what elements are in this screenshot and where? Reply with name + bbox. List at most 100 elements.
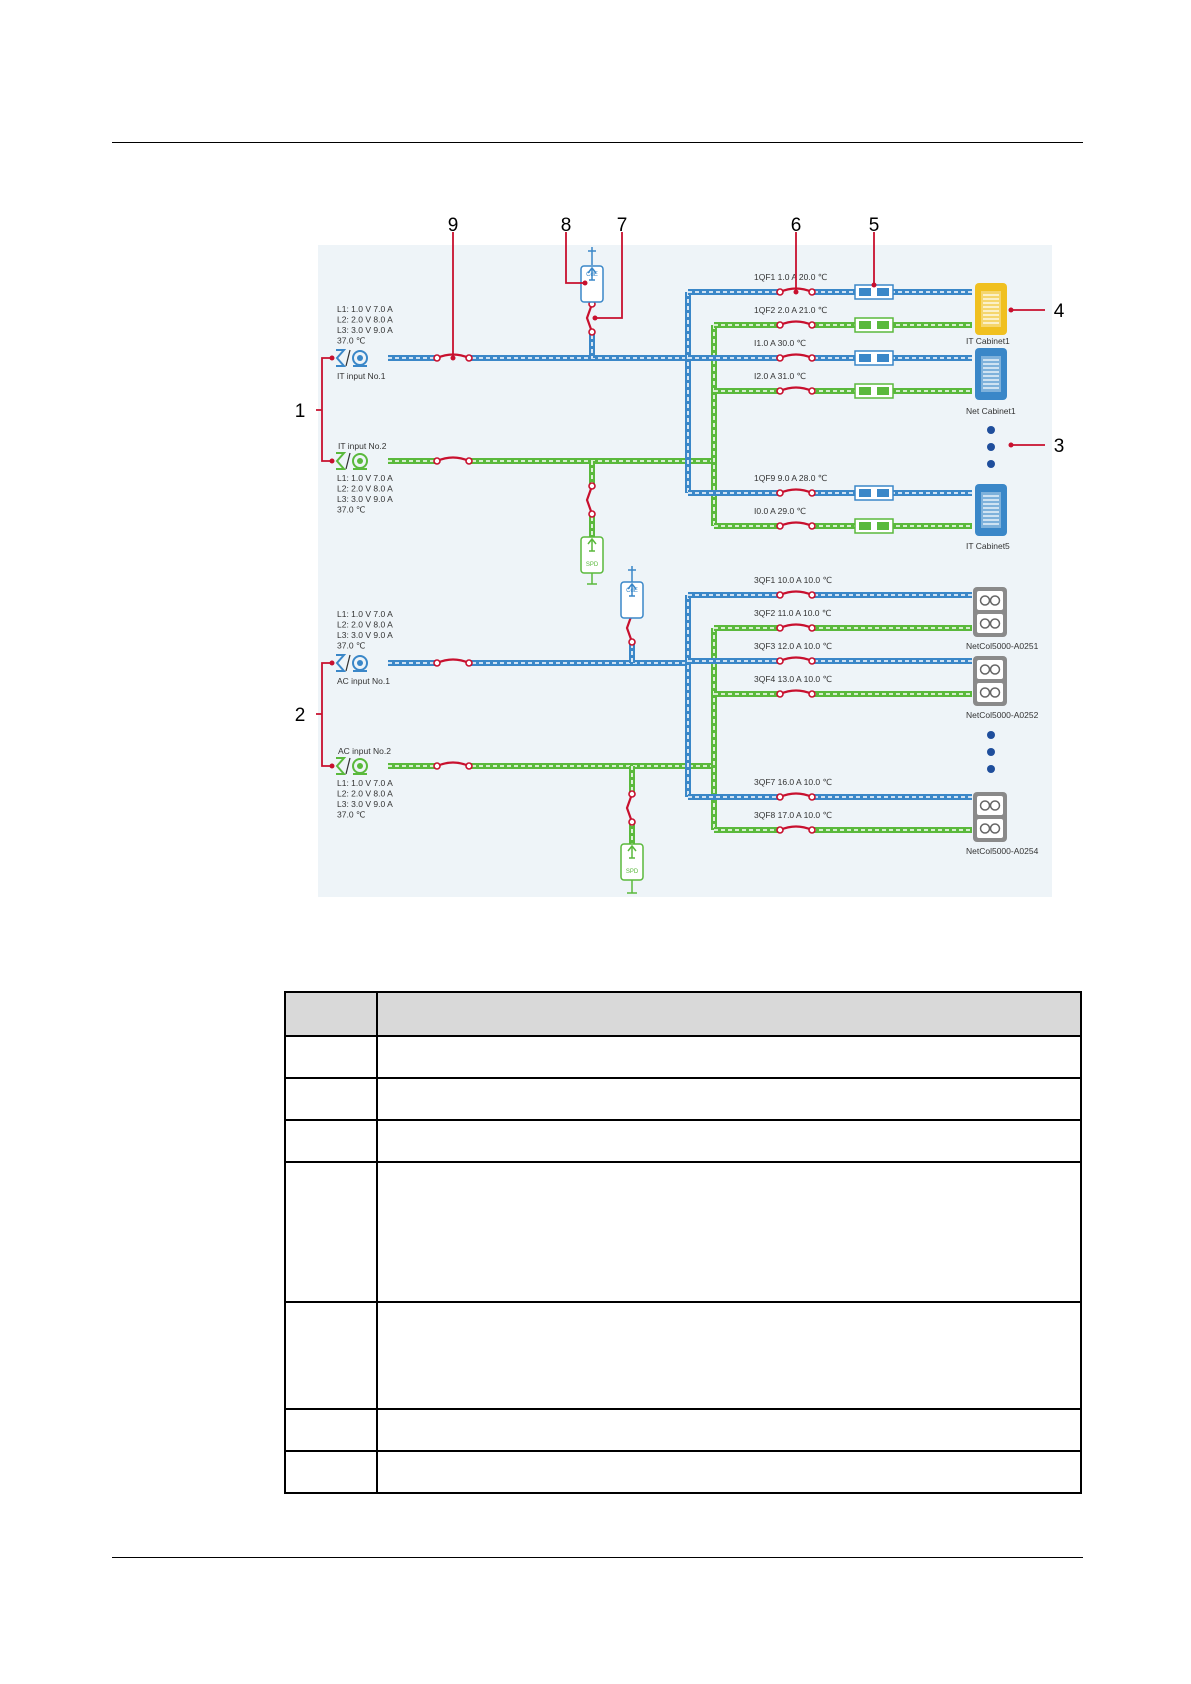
ac-spd-symbol: SPD bbox=[620, 843, 644, 894]
table-row bbox=[284, 1450, 1082, 1494]
table-header-row bbox=[284, 991, 1082, 1037]
footer-rule bbox=[112, 1557, 1083, 1558]
it-input-2-reading-4: 37.0 ℃ bbox=[337, 505, 366, 515]
meter-box-2 bbox=[854, 317, 894, 333]
it-cabinet5-label: IT Cabinet5 bbox=[966, 541, 1010, 551]
header-rule bbox=[112, 142, 1083, 143]
callout-4: 4 bbox=[1054, 301, 1065, 322]
callout-endpoints bbox=[329, 280, 1014, 769]
ac-input-1-label: AC input No.1 bbox=[337, 676, 390, 686]
table-row bbox=[284, 1301, 1082, 1410]
ac-input-1-reading-2: L2: 2.0 V 8.0 A bbox=[337, 620, 393, 630]
it-spd-breaker bbox=[585, 482, 597, 518]
callout-7: 7 bbox=[617, 215, 628, 236]
it-cell-label: CdE bbox=[586, 272, 598, 278]
table-row bbox=[284, 1161, 1082, 1303]
it-spd-symbol: SPD bbox=[580, 536, 604, 585]
netcol-a0252-icon bbox=[972, 655, 1008, 707]
it-cabinet5-icon bbox=[974, 483, 1008, 537]
callout-leaders bbox=[316, 232, 1045, 767]
it-input-2-breaker bbox=[433, 456, 473, 466]
ac-input-2-reading-1: L1: 1.0 V 7.0 A bbox=[337, 778, 393, 788]
branch-breaker-6 bbox=[776, 521, 816, 531]
meter-box-5 bbox=[854, 485, 894, 501]
ac-cell-label: CdE bbox=[626, 588, 638, 594]
ac-input-2-breaker bbox=[433, 761, 473, 771]
it-input-2-reading-2: L2: 2.0 V 8.0 A bbox=[337, 484, 393, 494]
table-header-cell bbox=[376, 991, 1082, 1037]
it-cell-breaker bbox=[585, 300, 597, 336]
it-input-2-label: IT input No.2 bbox=[338, 441, 387, 451]
table-row bbox=[284, 1077, 1082, 1121]
breaker-layer bbox=[433, 287, 816, 835]
branch-label-6: I0.0 A 29.0 ℃ bbox=[754, 506, 807, 516]
legend-table bbox=[284, 991, 1082, 1494]
branch-label-2: 1QF2 2.0 A 21.0 ℃ bbox=[754, 305, 828, 315]
netcol-a0252-label: NetCol5000-A0252 bbox=[966, 710, 1039, 720]
branch-breaker-2 bbox=[776, 320, 816, 330]
ac-input-2-reading-3: L3: 3.0 V 9.0 A bbox=[337, 799, 393, 809]
branch-label-11: 3QF7 16.0 A 10.0 ℃ bbox=[754, 777, 833, 787]
callout-9: 9 bbox=[448, 215, 459, 236]
branch-breaker-11 bbox=[776, 792, 816, 802]
it-input-2-reading-3: L3: 3.0 V 9.0 A bbox=[337, 494, 393, 504]
netcol-a0254-icon bbox=[972, 791, 1008, 843]
ac-spd-label: SPD bbox=[626, 869, 639, 875]
ac-input-1-reading-3: L3: 3.0 V 9.0 A bbox=[337, 630, 393, 640]
branch-label-7: 3QF1 10.0 A 10.0 ℃ bbox=[754, 575, 833, 585]
table-row bbox=[284, 1408, 1082, 1452]
branch-label-9: 3QF3 12.0 A 10.0 ℃ bbox=[754, 641, 833, 651]
it-input-1-reading-4: 37.0 ℃ bbox=[337, 336, 366, 346]
net-cabinet1-label: Net Cabinet1 bbox=[966, 406, 1016, 416]
branch-label-3: I1.0 A 30.0 ℃ bbox=[754, 338, 807, 348]
ac-cell-symbol: CdE bbox=[620, 566, 644, 619]
it-cabinet1-label: IT Cabinet1 bbox=[966, 336, 1010, 346]
ellipsis-dots-upper bbox=[987, 426, 995, 468]
meter-box-3 bbox=[854, 350, 894, 366]
branch-label-1: 1QF1 1.0 A 20.0 ℃ bbox=[754, 272, 828, 282]
table-header-cell bbox=[284, 991, 378, 1037]
branch-breaker-8 bbox=[776, 623, 816, 633]
ac-input-2-reading-4: 37.0 ℃ bbox=[337, 810, 366, 820]
it-input-1-label: IT input No.1 bbox=[337, 371, 386, 381]
branch-label-5: 1QF9 9.0 A 28.0 ℃ bbox=[754, 473, 828, 483]
branch-breaker-5 bbox=[776, 488, 816, 498]
branch-breaker-3 bbox=[776, 353, 816, 363]
branch-breaker-10 bbox=[776, 689, 816, 699]
it-input-1-reading-2: L2: 2.0 V 8.0 A bbox=[337, 315, 393, 325]
callout-2: 2 bbox=[295, 705, 306, 726]
callout-8: 8 bbox=[561, 215, 572, 236]
callout-3: 3 bbox=[1054, 436, 1065, 457]
meter-box-6 bbox=[854, 518, 894, 534]
it-cell-symbol: CdE bbox=[580, 247, 604, 303]
ellipsis-dots-lower bbox=[987, 731, 995, 773]
it-cabinet1-icon bbox=[974, 282, 1008, 336]
branch-label-4: I2.0 A 31.0 ℃ bbox=[754, 371, 807, 381]
netcol-a0251-icon bbox=[972, 586, 1008, 638]
ac-spd-breaker bbox=[625, 790, 637, 826]
branch-label-8: 3QF2 11.0 A 10.0 ℃ bbox=[754, 608, 832, 618]
branch-breaker-7 bbox=[776, 590, 816, 600]
it-input-1-reading-3: L3: 3.0 V 9.0 A bbox=[337, 325, 393, 335]
it-input-2-reading-1: L1: 1.0 V 7.0 A bbox=[337, 473, 393, 483]
ac-input-2-label: AC input No.2 bbox=[338, 746, 391, 756]
callout-1: 1 bbox=[295, 401, 306, 422]
branch-label-12: 3QF8 17.0 A 10.0 ℃ bbox=[754, 810, 833, 820]
branch-breaker-4 bbox=[776, 386, 816, 396]
ac-input-1-reading-1: L1: 1.0 V 7.0 A bbox=[337, 609, 393, 619]
it-input-1-reading-1: L1: 1.0 V 7.0 A bbox=[337, 304, 393, 314]
netcol-a0251-label: NetCol5000-A0251 bbox=[966, 641, 1039, 651]
branch-breaker-12 bbox=[776, 825, 816, 835]
ac-input-2-reading-2: L2: 2.0 V 8.0 A bbox=[337, 789, 393, 799]
table-row bbox=[284, 1035, 1082, 1079]
callout-6: 6 bbox=[791, 215, 802, 236]
it-spd-label: SPD bbox=[586, 562, 599, 568]
ac-input-1-breaker bbox=[433, 658, 473, 668]
table-row bbox=[284, 1119, 1082, 1163]
branch-label-10: 3QF4 13.0 A 10.0 ℃ bbox=[754, 674, 833, 684]
ac-input-1-reading-4: 37.0 ℃ bbox=[337, 641, 366, 651]
meter-box-4 bbox=[854, 383, 894, 399]
netcol-a0254-label: NetCol5000-A0254 bbox=[966, 846, 1039, 856]
power-distribution-diagram: L1: 1.0 V 7.0 A L2: 2.0 V 8.0 A L3: 3.0 … bbox=[295, 215, 1065, 897]
net-cabinet1-icon bbox=[974, 347, 1008, 401]
